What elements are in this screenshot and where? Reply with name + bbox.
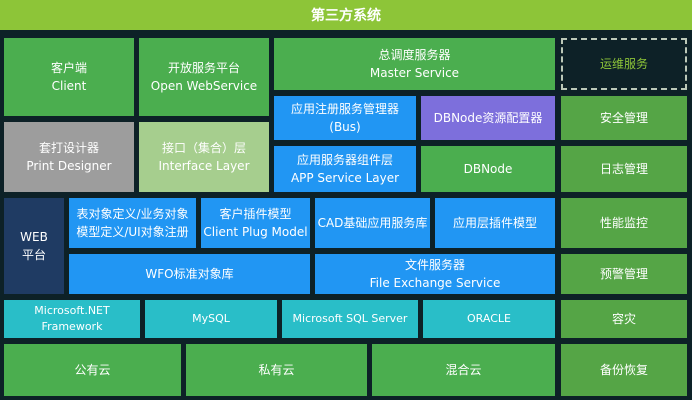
label: DBNode (463, 162, 513, 176)
block-print-designer: 套打设计器 Print Designer (4, 122, 134, 192)
label: DBNode资源配置器 (433, 111, 543, 125)
label: 客户插件模型 (219, 207, 292, 221)
block-sql-server: Microsoft SQL Server (282, 300, 418, 338)
label: Microsoft SQL Server (292, 311, 408, 325)
block-table-object-define: 表对象定义/业务对象 模型定义/UI对象注册 (69, 198, 196, 248)
label: 应用注册服务管理器 (290, 102, 399, 116)
block-ops-log: 日志管理 (561, 146, 687, 192)
label: 安全管理 (599, 111, 648, 125)
label: 备份恢复 (599, 363, 648, 377)
label: 应用层插件模型 (452, 216, 537, 230)
block-ops-service-title: 运维服务 (561, 38, 687, 90)
label: 运维服务 (599, 57, 648, 71)
label: 平台 (21, 248, 46, 262)
block-dotnet-framework: Microsoft.NET Framework (4, 300, 140, 338)
block-cad-service-lib: CAD基础应用服务库 (315, 198, 430, 248)
block-dbnode-config: DBNode资源配置器 (421, 96, 555, 140)
block-private-cloud: 私有云 (186, 344, 367, 396)
block-ops-disaster-recovery: 容灾 (561, 300, 687, 338)
label: (Bus) (329, 120, 361, 134)
label: 模型定义/UI对象注册 (76, 225, 189, 239)
block-client-plug-model: 客户插件模型 Client Plug Model (201, 198, 310, 248)
label: ORACLE (467, 311, 511, 325)
label: Microsoft.NET Framework (34, 303, 110, 334)
block-ops-performance: 性能监控 (561, 198, 687, 248)
label: WFO标准对象库 (145, 267, 234, 281)
diagram-title: 第三方系统 (311, 8, 381, 24)
label: 文件服务器 (404, 258, 465, 272)
label: File Exchange Service (369, 276, 501, 290)
label: 套打设计器 (38, 141, 99, 155)
label: 应用服务器组件层 (296, 153, 393, 167)
block-master-service: 总调度服务器 Master Service (274, 38, 555, 90)
label: WEB (20, 230, 48, 244)
diagram-title-bar: 第三方系统 (0, 0, 692, 30)
block-hybrid-cloud: 混合云 (372, 344, 555, 396)
label: 性能监控 (599, 216, 648, 230)
label: APP Service Layer (290, 171, 400, 185)
label: 接口（集合）层 (161, 141, 246, 155)
block-app-service-layer: 应用服务器组件层 APP Service Layer (274, 146, 416, 192)
block-web-platform: WEB 平台 (4, 198, 64, 294)
label: Interface Layer (158, 159, 250, 173)
block-ops-alert: 预警管理 (561, 254, 687, 294)
label: MySQL (192, 311, 230, 325)
label: 混合云 (445, 363, 482, 377)
label: Open WebService (150, 79, 258, 93)
block-dbnode: DBNode (421, 146, 555, 192)
label: Client (51, 79, 87, 93)
block-ops-backup-restore: 备份恢复 (561, 344, 687, 396)
label: Print Designer (26, 159, 112, 173)
label: 日志管理 (599, 162, 648, 176)
block-app-plug-model: 应用层插件模型 (435, 198, 555, 248)
block-mysql: MySQL (145, 300, 277, 338)
label: 开放服务平台 (167, 61, 240, 75)
label: 客户端 (50, 61, 87, 75)
block-public-cloud: 公有云 (4, 344, 181, 396)
label: Master Service (369, 66, 460, 80)
label: 私有云 (258, 363, 295, 377)
label: CAD基础应用服务库 (317, 216, 428, 230)
block-client: 客户端 Client (4, 38, 134, 116)
label: 公有云 (74, 363, 111, 377)
block-interface-layer: 接口（集合）层 Interface Layer (139, 122, 269, 192)
label: Client Plug Model (203, 225, 308, 239)
label: 总调度服务器 (378, 48, 451, 62)
block-wfo-object-lib: WFO标准对象库 (69, 254, 310, 294)
block-bus: 应用注册服务管理器 (Bus) (274, 96, 416, 140)
label: 表对象定义/业务对象 (76, 207, 189, 221)
block-open-webservice: 开放服务平台 Open WebService (139, 38, 269, 116)
block-file-exchange-service: 文件服务器 File Exchange Service (315, 254, 555, 294)
block-oracle: ORACLE (423, 300, 555, 338)
block-ops-security: 安全管理 (561, 96, 687, 140)
label: 容灾 (611, 312, 636, 326)
label: 预警管理 (599, 267, 648, 281)
